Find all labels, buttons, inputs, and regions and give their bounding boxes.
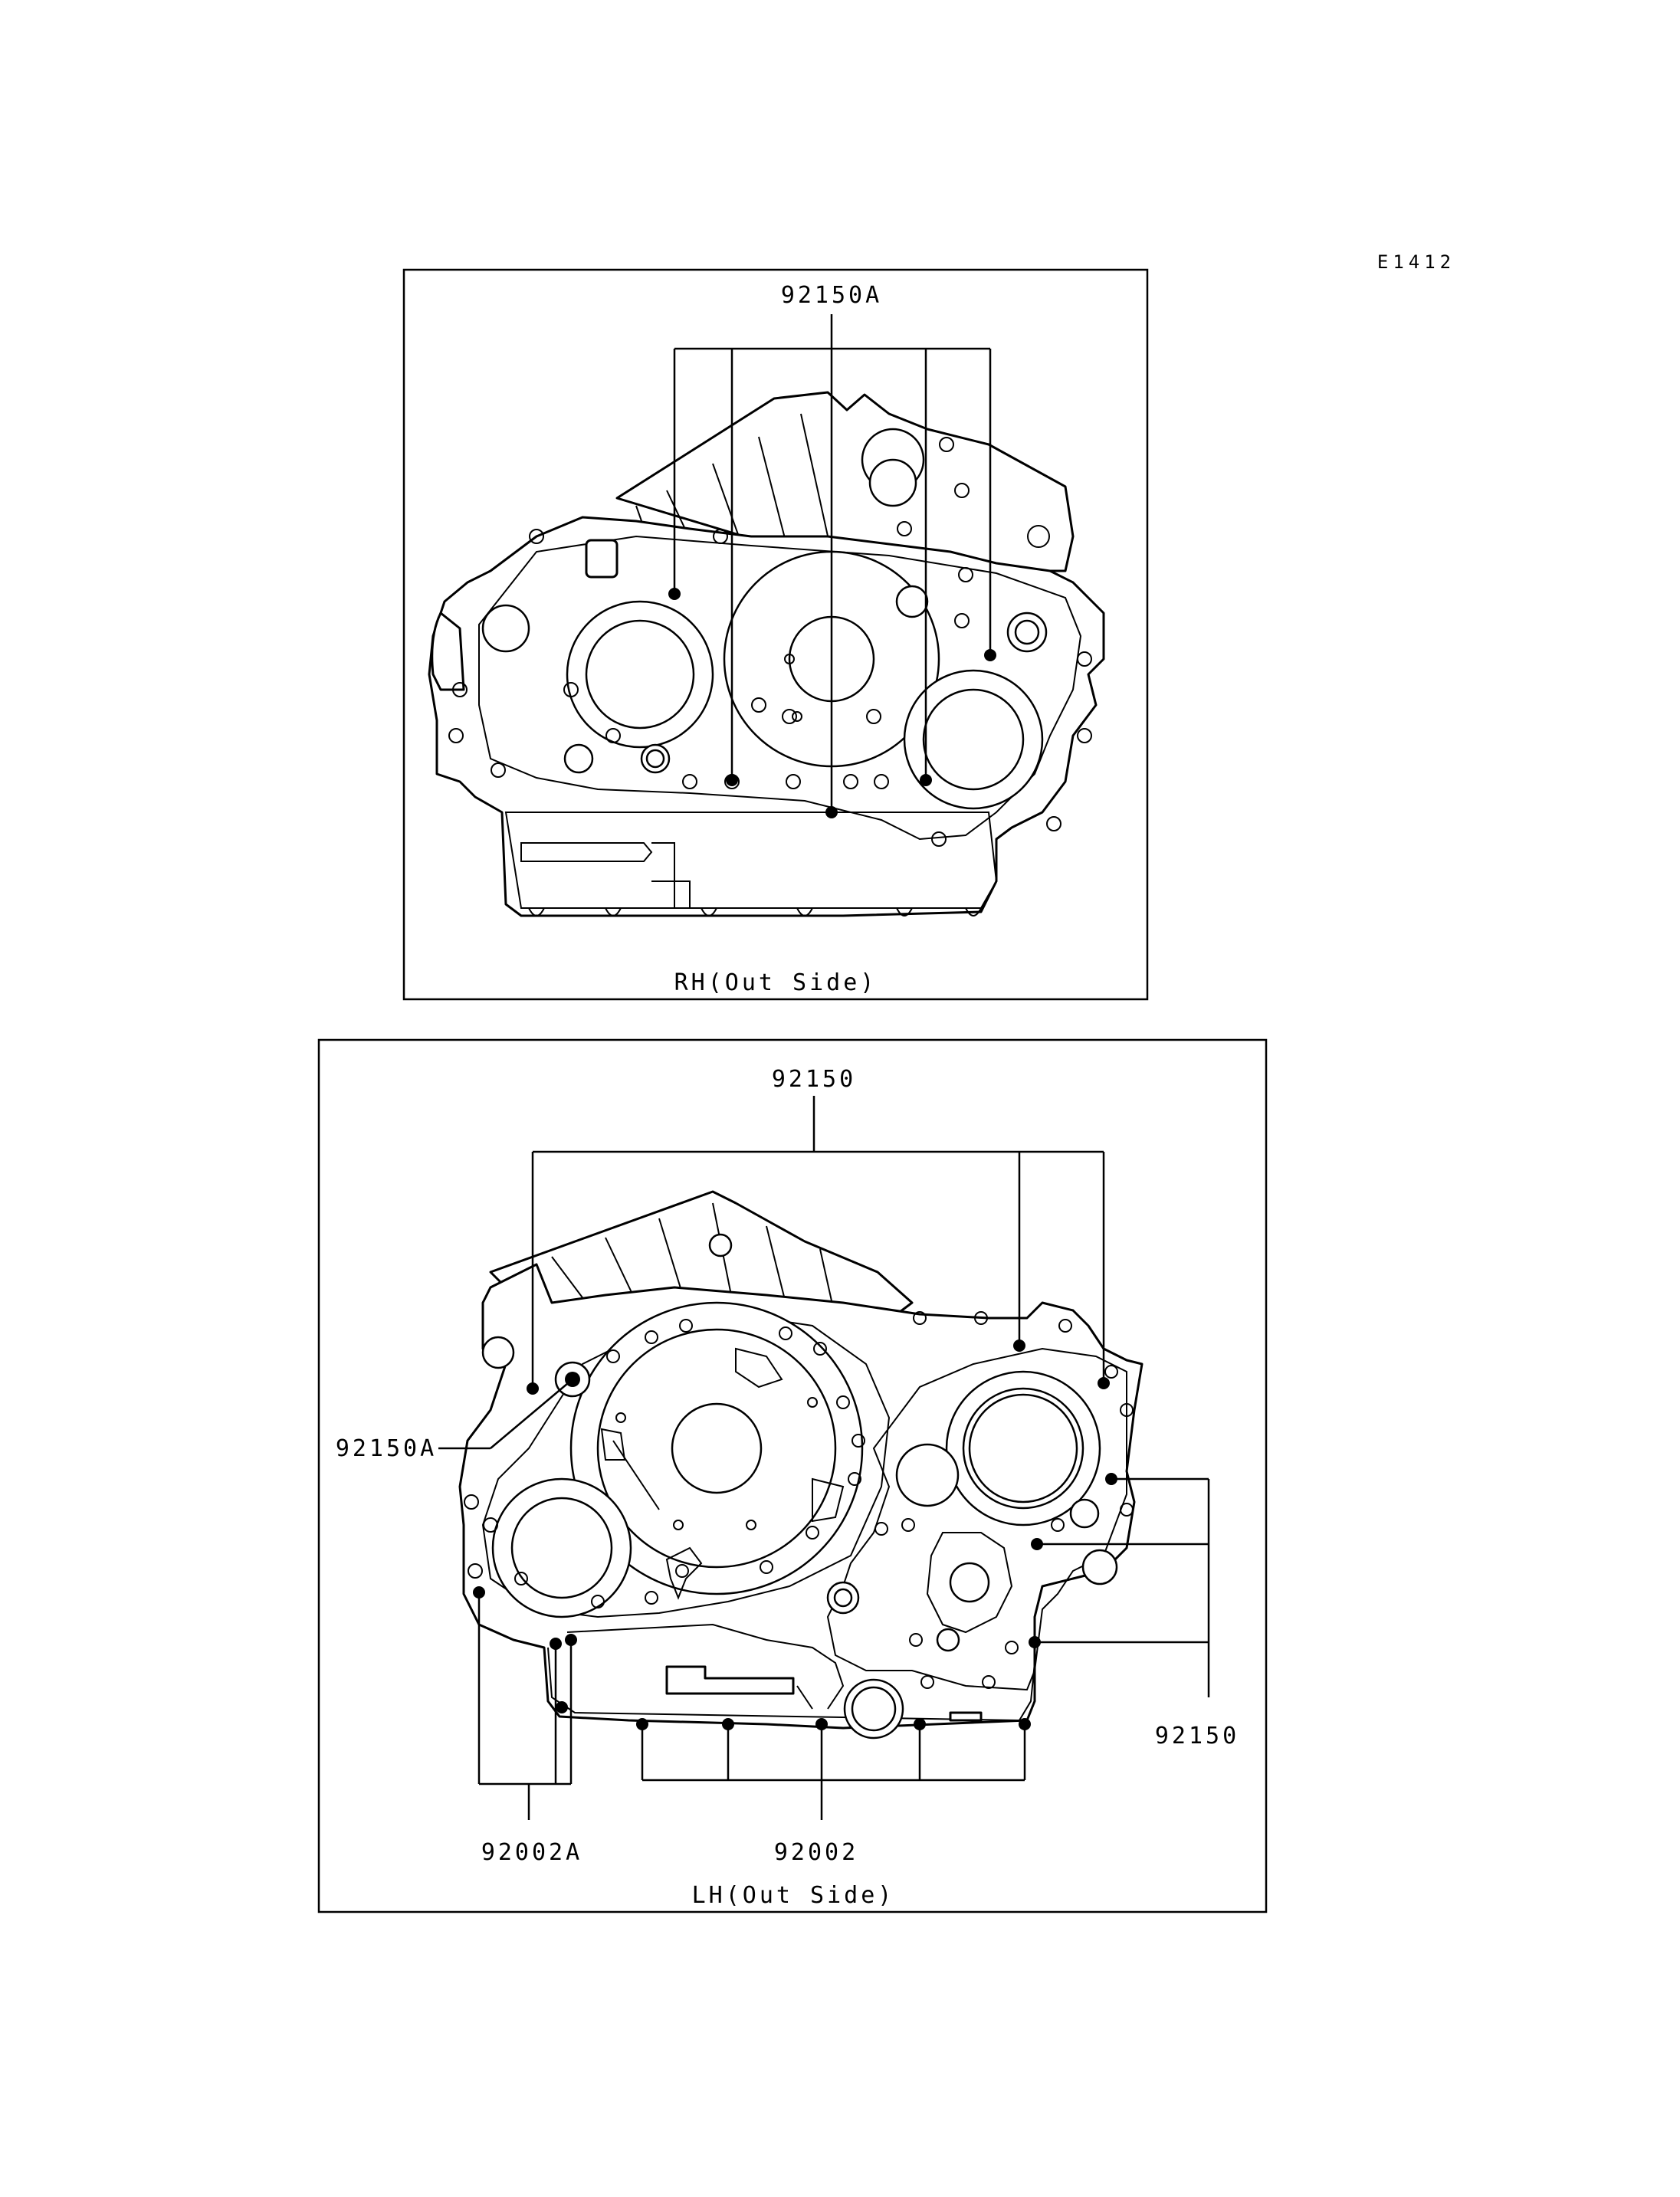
bolt-marker: [1019, 1718, 1031, 1730]
lh-callout-92002: 92002: [774, 1839, 858, 1866]
bolt-marker: [1105, 1473, 1117, 1485]
rh-callout-92150a-leaders: [673, 314, 992, 812]
bolt-marker: [1013, 1340, 1025, 1352]
bolt-marker: [726, 774, 738, 786]
lh-bolt-markers: [473, 1340, 1117, 1730]
lh-callout-92150-top-leaders: [531, 1096, 1105, 1389]
bolt-marker: [473, 1586, 485, 1599]
bolt-marker: [668, 588, 681, 600]
bolt-marker: [1029, 1636, 1041, 1648]
bolt-marker: [556, 1701, 568, 1713]
lh-panel-frame: [317, 1038, 1268, 1913]
rh-panel-caption: RH(Out Side): [674, 969, 878, 996]
bolt-marker: [722, 1718, 734, 1730]
rh-panel-frame: [402, 268, 1149, 1001]
lh-crankcase-outline: [458, 1190, 1144, 1740]
lh-panel: 92150 92150A 92150 92002A 92002 LH(Out S…: [317, 1038, 1268, 1913]
bolt-marker: [565, 1372, 580, 1387]
lh-callout-92002a: 92002A: [481, 1839, 582, 1866]
rh-crankcase-outline: [428, 391, 1105, 917]
lh-callout-92150-top: 92150: [772, 1066, 856, 1093]
bolt-marker: [1031, 1538, 1043, 1550]
lh-panel-caption: LH(Out Side): [692, 1882, 895, 1909]
figure-code: E1412: [1377, 251, 1455, 273]
bolt-marker: [527, 1382, 539, 1395]
bolt-marker: [1098, 1377, 1110, 1389]
rh-callout-92150a: 92150A: [781, 282, 882, 309]
rh-bolt-markers: [668, 588, 996, 818]
bolt-marker: [825, 806, 838, 818]
bolt-marker: [914, 1718, 926, 1730]
bolt-marker: [920, 774, 932, 786]
lh-callout-92150-right-leaders: [1035, 1477, 1210, 1697]
lh-callout-92150-right: 92150: [1155, 1723, 1239, 1749]
bolt-marker: [984, 649, 996, 661]
bolt-marker: [565, 1634, 577, 1646]
bolt-marker: [550, 1638, 562, 1650]
lh-callout-92002-leaders: [641, 1724, 1026, 1820]
bolt-marker: [815, 1718, 828, 1730]
lh-callout-92002a-leaders: [477, 1592, 573, 1820]
rh-panel: 92150A RH(Out Side): [402, 268, 1149, 1001]
bolt-marker: [636, 1718, 648, 1730]
lh-callout-92150a-leader: [438, 1379, 573, 1450]
lh-callout-92150a: 92150A: [336, 1435, 437, 1462]
